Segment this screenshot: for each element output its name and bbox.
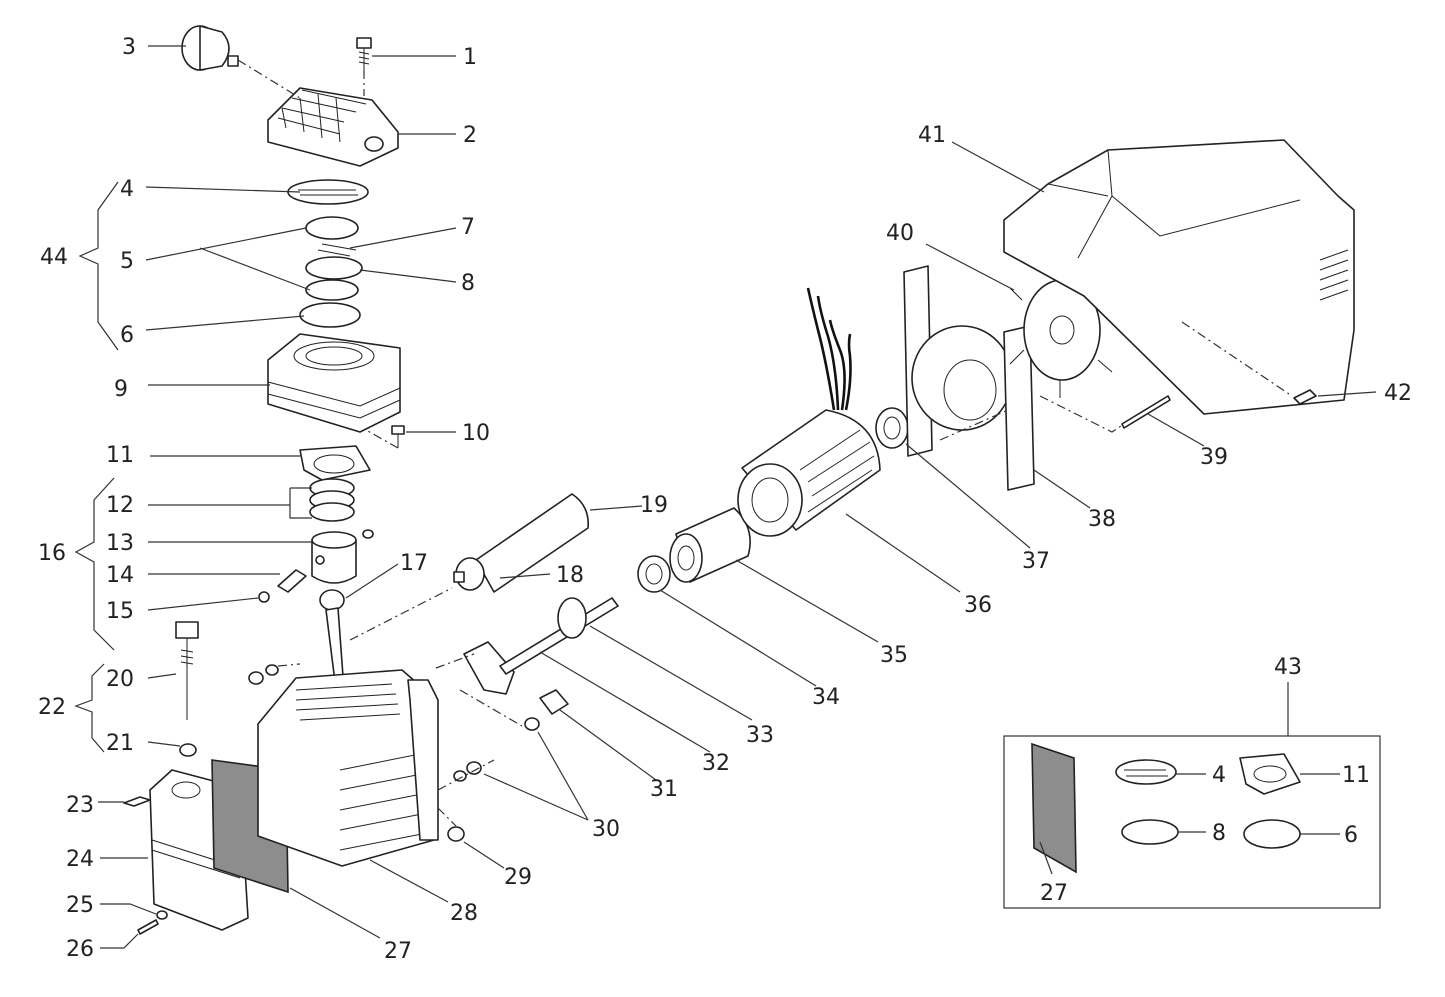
part-stator <box>737 409 881 537</box>
callout-18: 18 <box>556 563 584 588</box>
part-air-filter <box>181 25 239 71</box>
part-dipstick <box>175 621 199 720</box>
callout-44: 44 <box>40 245 68 270</box>
callout-2: 2 <box>463 123 477 148</box>
callout-34: 34 <box>812 685 840 710</box>
kit-oring-6 <box>1243 819 1301 849</box>
callout-6: 6 <box>120 323 134 348</box>
callout-30: 30 <box>592 817 620 842</box>
callout-1: 1 <box>463 45 477 70</box>
callout-10: 10 <box>462 421 490 446</box>
kit-callout-11: 11 <box>1342 763 1370 788</box>
callout-19: 19 <box>640 493 668 518</box>
leader-lines <box>98 45 1377 949</box>
callout-7: 7 <box>461 215 475 240</box>
callout-41: 41 <box>918 123 946 148</box>
part-fan <box>1009 262 1113 398</box>
callout-17: 17 <box>400 551 428 576</box>
callout-3: 3 <box>122 35 136 60</box>
kit-gasket-27 <box>1031 742 1077 874</box>
part-disc-8 <box>305 256 363 280</box>
callout-8: 8 <box>461 271 475 296</box>
callout-31: 31 <box>650 777 678 802</box>
callout-36: 36 <box>964 593 992 618</box>
part-clip <box>258 591 270 603</box>
group-braces <box>74 181 119 753</box>
callout-11: 11 <box>106 443 134 468</box>
part-gasket-11 <box>299 445 371 481</box>
part-cylinder-head <box>267 87 399 167</box>
part-crankcase <box>257 669 439 867</box>
part-valve-plate-5 <box>305 216 359 240</box>
part-screw-1 <box>356 37 372 70</box>
callout-21: 21 <box>106 731 134 756</box>
callout-39: 39 <box>1200 445 1228 470</box>
kit-callout-8: 8 <box>1212 821 1226 846</box>
part-piston <box>311 531 357 584</box>
part-screw-10 <box>391 425 405 448</box>
part-oring-21 <box>179 743 197 757</box>
callout-32: 32 <box>702 751 730 776</box>
part-pin <box>277 569 307 593</box>
callout-40: 40 <box>886 221 914 246</box>
part-crankshaft <box>463 597 619 695</box>
callout-5: 5 <box>120 249 134 274</box>
callout-42: 42 <box>1384 381 1412 406</box>
part-bearing <box>875 407 909 449</box>
callout-13: 13 <box>106 531 134 556</box>
kit-disc-8 <box>1121 819 1179 845</box>
part-wires <box>806 287 852 411</box>
callout-15: 15 <box>106 599 134 624</box>
kit-box <box>1003 735 1381 909</box>
callout-26: 26 <box>66 937 94 962</box>
callout-33: 33 <box>746 723 774 748</box>
callout-4: 4 <box>120 177 134 202</box>
callout-14: 14 <box>106 563 134 588</box>
kit-gasket-4 <box>1115 759 1177 785</box>
callout-labels: 1 2 3 4 5 6 7 8 9 10 11 12 13 14 15 16 1… <box>38 35 1412 964</box>
callout-25: 25 <box>66 893 94 918</box>
part-bearing-holder <box>539 689 569 715</box>
callout-35: 35 <box>880 643 908 668</box>
callout-12: 12 <box>106 493 134 518</box>
kit-callout-4: 4 <box>1212 763 1226 788</box>
callout-24: 24 <box>66 847 94 872</box>
callout-16: 16 <box>38 541 66 566</box>
callout-9: 9 <box>114 377 128 402</box>
callout-43: 43 <box>1274 655 1302 680</box>
part-long-screw <box>1121 395 1171 429</box>
part-screw-42 <box>1293 389 1317 405</box>
part-shroud <box>1003 139 1355 415</box>
callout-22: 22 <box>38 695 66 720</box>
part-capacitor <box>453 493 589 593</box>
callout-20: 20 <box>106 667 134 692</box>
part-end-bell <box>903 265 1035 491</box>
part-seal <box>637 555 671 593</box>
kit-gasket-11 <box>1239 753 1301 795</box>
part-rotor <box>669 507 751 583</box>
part-rings-12 <box>309 478 355 522</box>
callout-29: 29 <box>504 865 532 890</box>
part-oring-6 <box>299 302 361 328</box>
callout-23: 23 <box>66 793 94 818</box>
callout-28: 28 <box>450 901 478 926</box>
kit-callout-6: 6 <box>1344 823 1358 848</box>
callout-38: 38 <box>1088 507 1116 532</box>
kit-callout-27: 27 <box>1040 881 1068 906</box>
alignment-lines <box>237 59 1293 827</box>
callout-37: 37 <box>1022 549 1050 574</box>
part-cylinder <box>267 333 401 433</box>
callout-27: 27 <box>384 939 412 964</box>
